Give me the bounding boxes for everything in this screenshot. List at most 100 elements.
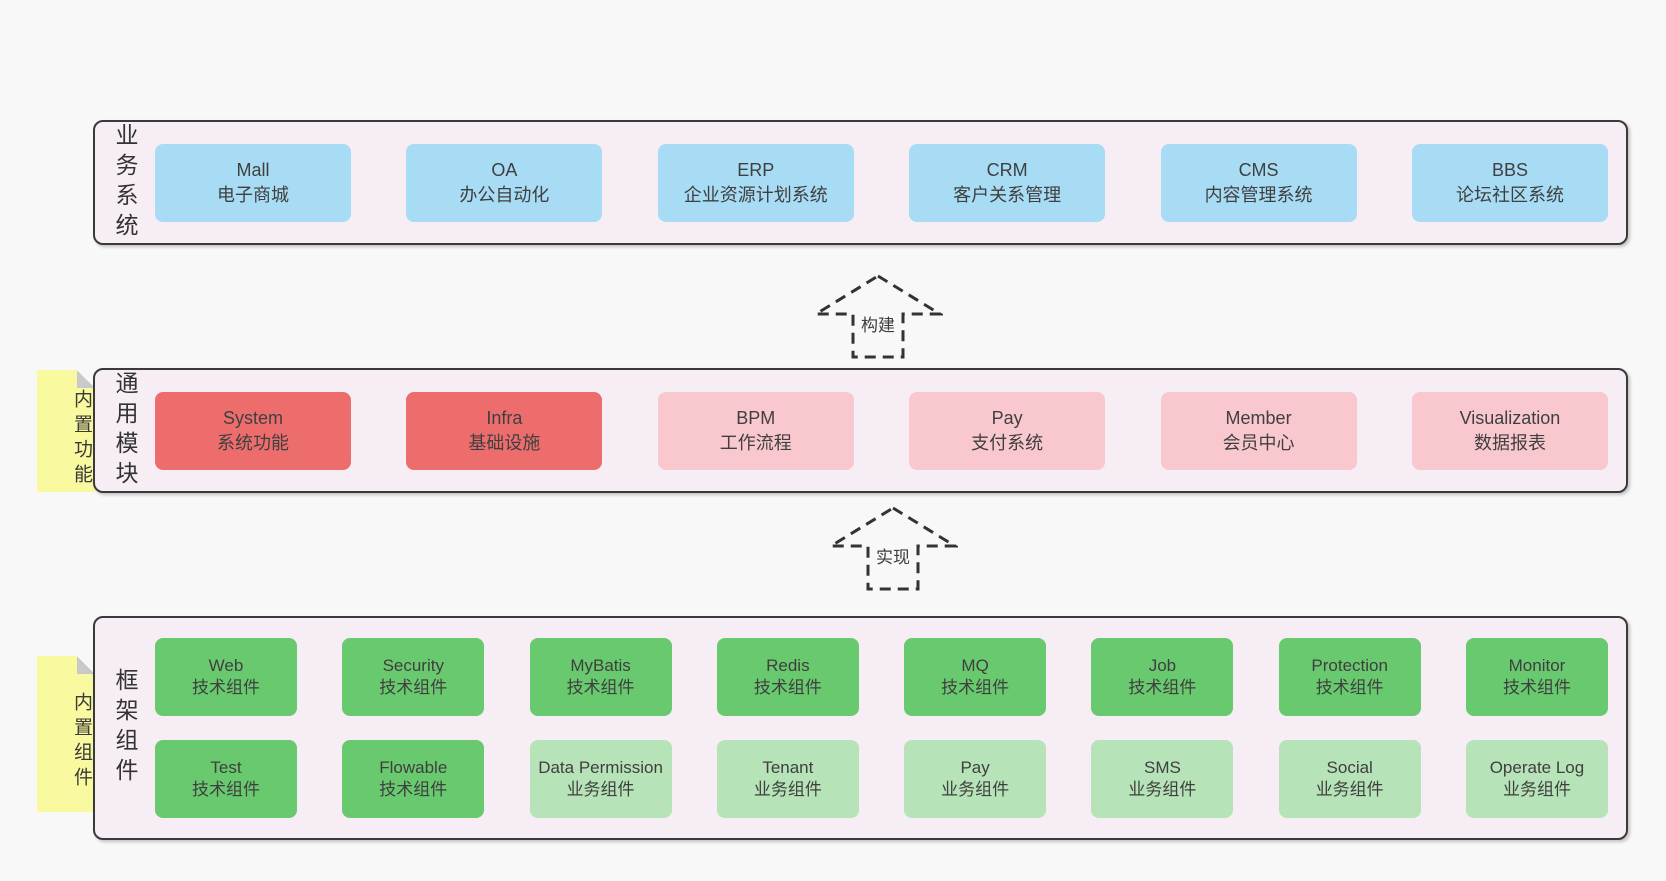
box-title: Member <box>1225 408 1292 429</box>
box-erp: ERP 企业资源计划系统 <box>657 143 854 222</box>
framework-components-boxes: Web 技术组件 Security 技术组件 MyBatis 技术组件 Redi… <box>149 618 1626 838</box>
box-visualization: Visualization 数据报表 <box>1411 391 1608 470</box>
box-subtitle: 业务组件 <box>941 780 1010 799</box>
implement-arrow-label: 实现 <box>876 548 910 567</box>
box-title: Social <box>1326 757 1373 777</box>
framework-components-panel: 框架组件 Web 技术组件 Security 技术组件 MyBatis 技术组件… <box>93 616 1628 840</box>
box-cms: CMS 内容管理系统 <box>1160 143 1357 222</box>
box-subtitle: 会员中心 <box>1222 432 1295 453</box>
box-title: Visualization <box>1459 408 1561 429</box>
box-mall: Mall 电子商城 <box>155 143 351 222</box>
box-subtitle: 技术组件 <box>1128 678 1197 697</box>
box-subtitle: 技术组件 <box>566 678 635 697</box>
box-tenant: Tenant 业务组件 <box>716 740 859 818</box>
box-subtitle: 办公自动化 <box>459 184 550 205</box>
business-systems-panel: 业务系统 Mall 电子商城 OA 办公自动化 ERP 企业资源计划系统 CRM… <box>93 120 1628 245</box>
box-title: MyBatis <box>570 655 631 675</box>
box-subtitle: 技术组件 <box>379 780 448 799</box>
box-job: Job 技术组件 <box>1091 638 1234 716</box>
box-title: Web <box>208 655 244 675</box>
box-title: Infra <box>486 408 523 429</box>
panel-label-framework-components: 框架组件 <box>112 668 138 788</box>
box-subtitle: 支付系统 <box>971 432 1044 453</box>
box-title: Pay <box>991 408 1023 429</box>
box-title: Job <box>1148 655 1177 675</box>
box-title: Protection <box>1311 655 1388 675</box>
panel-label-common-modules: 通用模块 <box>112 370 138 491</box>
box-system: System 系统功能 <box>155 391 351 470</box>
box-flowable: Flowable 技术组件 <box>342 740 485 818</box>
box-protection: Protection 技术组件 <box>1278 638 1421 716</box>
box-title: BPM <box>736 408 776 429</box>
common-modules-boxes: System 系统功能 Infra 基础设施 BPM 工作流程 Pay 支付系统… <box>149 370 1626 491</box>
box-title: SMS <box>1143 757 1181 777</box>
box-subtitle: 工作流程 <box>719 432 792 453</box>
box-pay-component: Pay 业务组件 <box>904 740 1047 818</box>
box-subtitle: 技术组件 <box>379 678 448 697</box>
box-data-permission: Data Permission 业务组件 <box>529 740 672 818</box>
box-title: Security <box>382 655 444 675</box>
box-subtitle: 业务组件 <box>1128 780 1197 799</box>
box-subtitle: 技术组件 <box>192 678 260 697</box>
box-social: Social 业务组件 <box>1278 740 1421 818</box>
box-member: Member 会员中心 <box>1160 391 1357 470</box>
box-title: Mall <box>236 160 270 181</box>
box-mybatis: MyBatis 技术组件 <box>529 638 672 716</box>
framework-components-row-2: Test 技术组件 Flowable 技术组件 Data Permission … <box>155 740 1608 818</box>
box-security: Security 技术组件 <box>342 638 485 716</box>
box-web: Web 技术组件 <box>155 638 297 716</box>
box-redis: Redis 技术组件 <box>716 638 859 716</box>
box-subtitle: 技术组件 <box>192 780 260 799</box>
box-title: CMS <box>1238 160 1279 181</box>
box-subtitle: 业务组件 <box>753 780 822 799</box>
business-systems-boxes: Mall 电子商城 OA 办公自动化 ERP 企业资源计划系统 CRM 客户关系… <box>149 122 1626 243</box>
box-title: Flowable <box>379 757 448 777</box>
box-pay-system: Pay 支付系统 <box>909 391 1106 470</box>
box-subtitle: 电子商城 <box>217 184 289 205</box>
box-bpm: BPM 工作流程 <box>657 391 854 470</box>
box-oa: OA 办公自动化 <box>406 143 603 222</box>
box-subtitle: 技术组件 <box>753 678 822 697</box>
box-subtitle: 技术组件 <box>1502 678 1571 697</box>
box-subtitle: 系统功能 <box>217 432 289 453</box>
box-title: Operate Log <box>1489 757 1585 777</box>
box-title: Redis <box>766 655 810 675</box>
box-subtitle: 企业资源计划系统 <box>683 184 828 205</box>
box-mq: MQ 技术组件 <box>904 638 1047 716</box>
framework-components-row-1: Web 技术组件 Security 技术组件 MyBatis 技术组件 Redi… <box>155 638 1608 716</box>
box-monitor: Monitor 技术组件 <box>1465 638 1608 716</box>
box-title: BBS <box>1491 160 1528 181</box>
box-subtitle: 业务组件 <box>566 780 635 799</box>
sticky-note-label: 内置功能 <box>71 389 92 489</box>
box-subtitle: 论坛社区系统 <box>1455 184 1564 205</box>
box-subtitle: 基础设施 <box>468 432 541 453</box>
box-subtitle: 技术组件 <box>1315 678 1384 697</box>
box-subtitle: 内容管理系统 <box>1204 184 1313 205</box>
box-title: Data Permission <box>538 757 663 777</box>
box-title: CRM <box>986 160 1028 181</box>
box-crm: CRM 客户关系管理 <box>909 143 1106 222</box>
implement-arrow-icon: 实现 <box>828 506 958 591</box>
common-modules-panel: 通用模块 System 系统功能 Infra 基础设施 BPM 工作流程 Pay… <box>93 368 1628 493</box>
box-subtitle: 数据报表 <box>1473 432 1546 453</box>
box-title: Pay <box>960 757 990 777</box>
build-arrow-label: 构建 <box>861 316 895 335</box>
box-subtitle: 业务组件 <box>1502 780 1571 799</box>
build-arrow-icon: 构建 <box>813 274 943 359</box>
box-subtitle: 技术组件 <box>941 678 1010 697</box>
box-test: Test 技术组件 <box>155 740 297 818</box>
box-subtitle: 业务组件 <box>1315 780 1384 799</box>
box-title: MQ <box>961 655 989 675</box>
box-title: ERP <box>737 160 775 181</box>
box-bbs: BBS 论坛社区系统 <box>1411 143 1608 222</box>
box-title: Test <box>210 757 242 777</box>
box-subtitle: 客户关系管理 <box>953 184 1062 205</box>
sticky-note-built-in-components: 内置组件 <box>37 656 95 812</box>
panel-label-business-systems: 业务系统 <box>112 122 138 243</box>
sticky-note-label: 内置组件 <box>71 692 92 792</box>
box-operate-log: Operate Log 业务组件 <box>1465 740 1608 818</box>
box-title: Tenant <box>762 757 814 777</box>
box-infra: Infra 基础设施 <box>406 391 603 470</box>
box-title: System <box>222 408 283 429</box>
